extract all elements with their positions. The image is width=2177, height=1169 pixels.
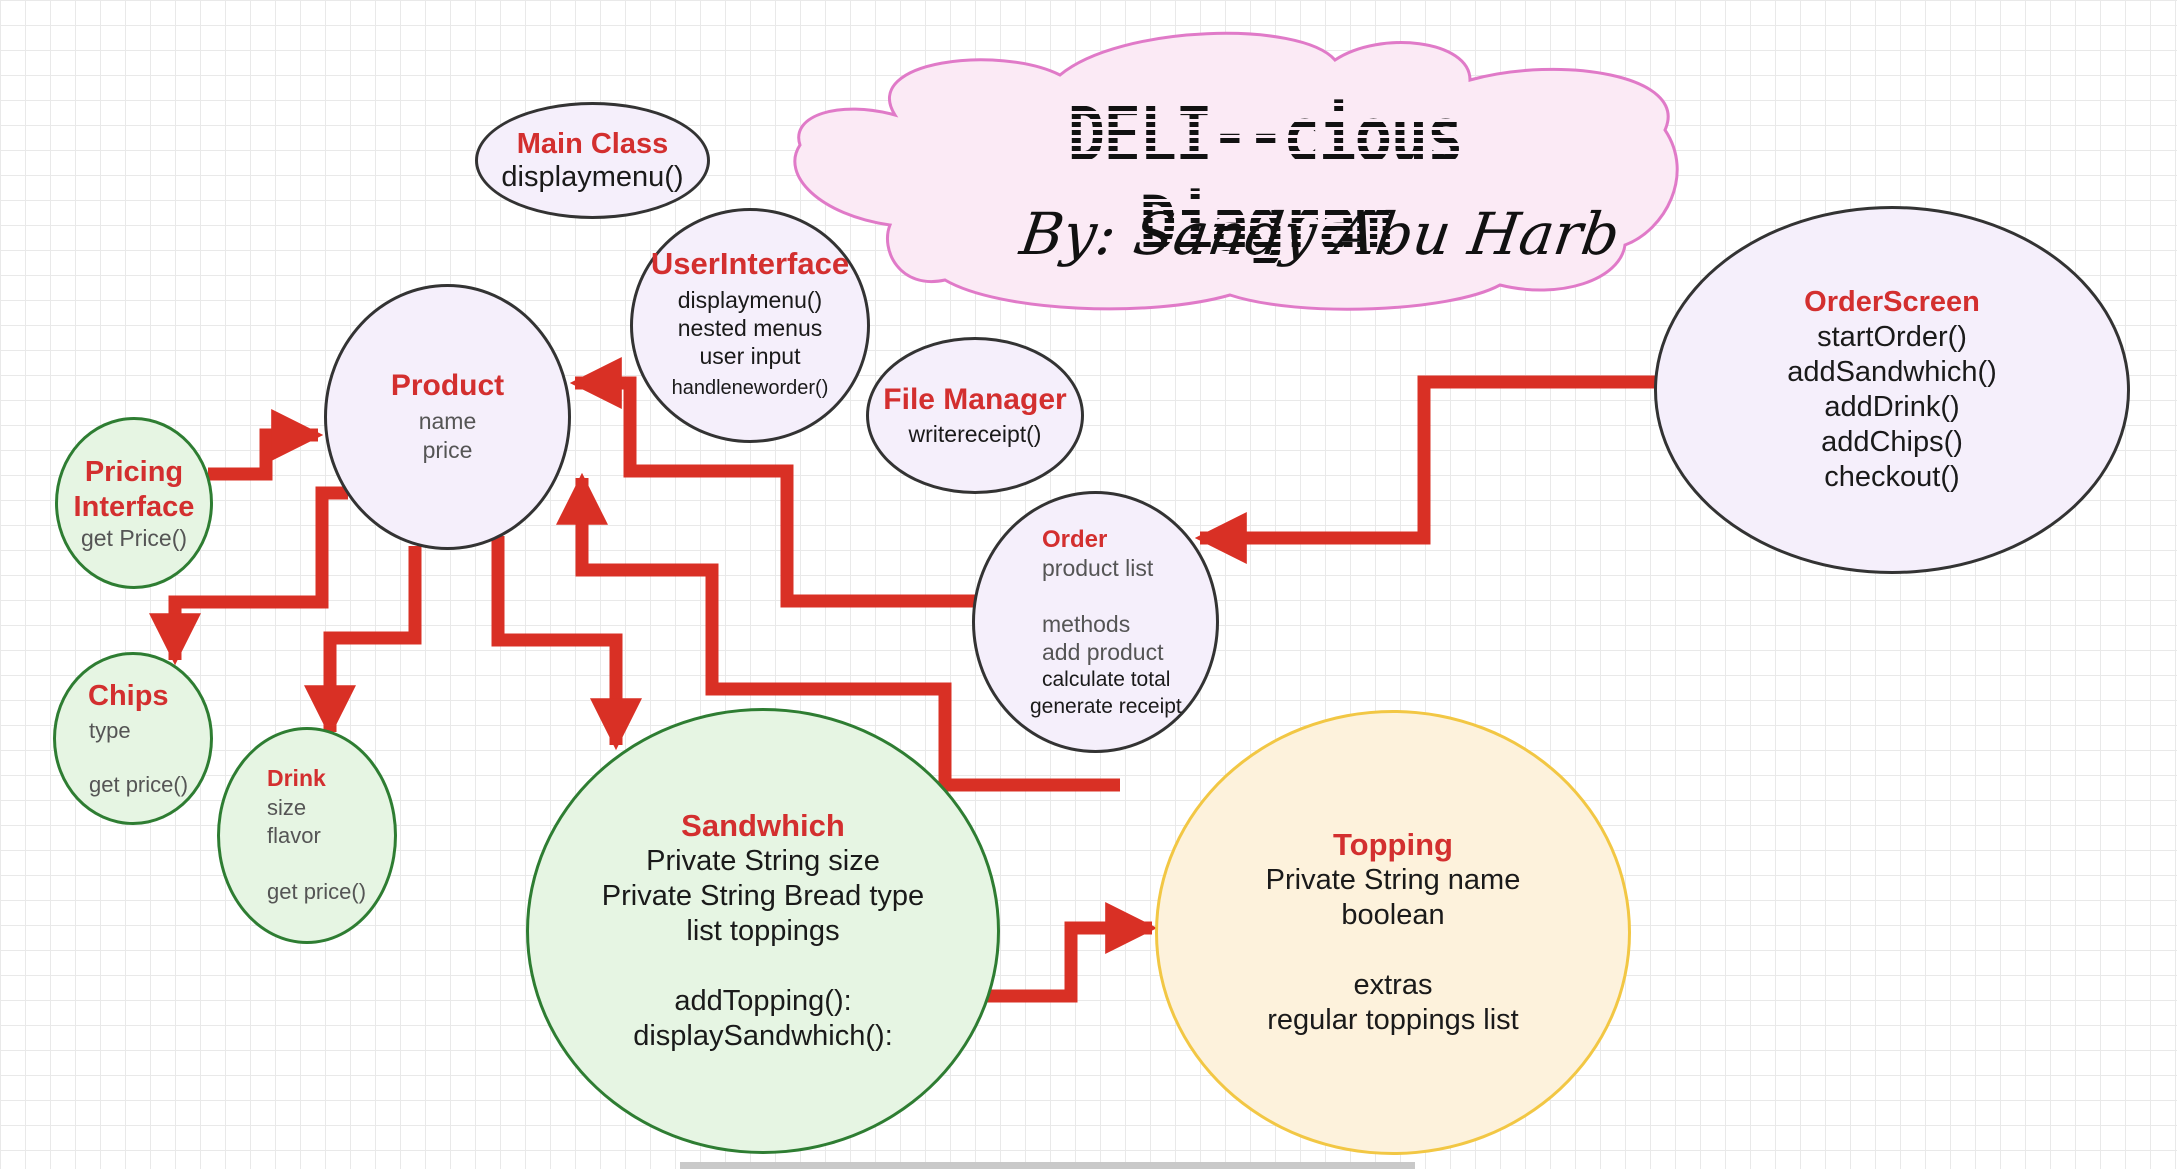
- user-interface-line: nested menus: [677, 314, 823, 341]
- node-product: Product name price: [324, 284, 571, 550]
- title-cloud: [793, 31, 1679, 311]
- user-interface-title: UserInterface: [650, 245, 850, 281]
- sandwhich-line: list toppings: [686, 915, 840, 947]
- node-sandwhich: Sandwhich Private String size Private St…: [526, 708, 1000, 1154]
- sandwhich-line: displaySandwhich():: [633, 1020, 893, 1052]
- sandwhich-line: Private String Bread type: [601, 880, 925, 912]
- order-screen-line: startOrder(): [1817, 321, 1967, 353]
- sandwhich-line: Private String size: [646, 845, 880, 877]
- node-order: Order product list methods add product c…: [972, 491, 1219, 753]
- node-order-screen: OrderScreen startOrder() addSandwhich() …: [1654, 206, 2130, 574]
- user-interface-line: user input: [699, 342, 801, 369]
- order-screen-line: addChips(): [1821, 426, 1963, 458]
- sandwhich-line: addTopping():: [674, 985, 852, 1017]
- order-line: generate receipt: [1030, 694, 1182, 718]
- node-main-class: Main Class displaymenu(): [475, 102, 710, 219]
- main-class-title: Main Class: [516, 127, 669, 160]
- arrow-order-to-product: [569, 357, 975, 608]
- sandwhich-title: Sandwhich: [681, 808, 845, 843]
- arrow-orderscreen-to-order: [1194, 375, 1656, 564]
- node-topping: Topping Private String name boolean extr…: [1155, 710, 1631, 1155]
- drink-line: size: [267, 795, 307, 820]
- user-interface-line: displaymenu(): [677, 286, 823, 313]
- diagram-title: DELI--cious Diagram: [1027, 90, 1503, 268]
- file-manager-line: writereceipt(): [908, 421, 1042, 447]
- diagram-author: By: Sandy Abu Harb: [1016, 200, 1624, 268]
- pricing-interface-title: Pricing: [84, 455, 184, 488]
- node-user-interface: UserInterface displaymenu() nested menus…: [630, 208, 870, 443]
- drink-line: flavor: [267, 823, 321, 848]
- arrow-topping-to-product: [556, 472, 1120, 792]
- chips-title: Chips: [88, 679, 169, 712]
- order-screen-line: addSandwhich(): [1787, 356, 1997, 388]
- order-title: Order: [1042, 525, 1108, 553]
- order-screen-title: OrderScreen: [1804, 286, 1980, 318]
- file-manager-title: File Manager: [883, 383, 1067, 416]
- arrow-pricing-to-product: [208, 409, 324, 481]
- order-line: add product: [1042, 638, 1164, 665]
- drink-title: Drink: [267, 765, 326, 791]
- arrow-product-to-sandwhich: [491, 536, 642, 751]
- user-interface-line: handleneworder(): [671, 376, 829, 399]
- pricing-interface-line: get Price(): [80, 524, 188, 551]
- arrow-sandwhich-to-topping: [983, 902, 1158, 1003]
- node-pricing-interface: Pricing Interface get Price(): [55, 417, 213, 589]
- product-line: price: [422, 437, 473, 463]
- topping-title: Topping: [1333, 827, 1453, 862]
- topping-line: regular toppings list: [1267, 1004, 1519, 1036]
- topping-line: extras: [1353, 969, 1433, 1001]
- topping-line: Private String name: [1265, 864, 1521, 896]
- product-title: Product: [390, 369, 505, 402]
- arrow-product-to-chips: [149, 486, 348, 666]
- node-chips: Chips type get price(): [53, 652, 213, 825]
- arrow-product-to-drink: [304, 546, 422, 738]
- chips-line: type: [89, 717, 131, 743]
- chips-line: get price(): [89, 771, 189, 797]
- topping-line: boolean: [1341, 899, 1445, 931]
- canvas-scrollbar[interactable]: [680, 1162, 1415, 1169]
- order-line: calculate total: [1042, 667, 1171, 691]
- node-file-manager: File Manager writereceipt(): [866, 337, 1084, 494]
- order-line: product list: [1042, 554, 1154, 581]
- order-line: methods: [1042, 610, 1131, 637]
- node-drink: Drink size flavor get price(): [217, 727, 397, 944]
- drink-line: get price(): [267, 879, 367, 904]
- pricing-interface-title: Interface: [73, 490, 195, 523]
- order-screen-line: checkout(): [1824, 461, 1960, 493]
- product-line: name: [418, 408, 477, 434]
- main-class-line: displaymenu(): [501, 160, 684, 193]
- order-screen-line: addDrink(): [1824, 391, 1960, 423]
